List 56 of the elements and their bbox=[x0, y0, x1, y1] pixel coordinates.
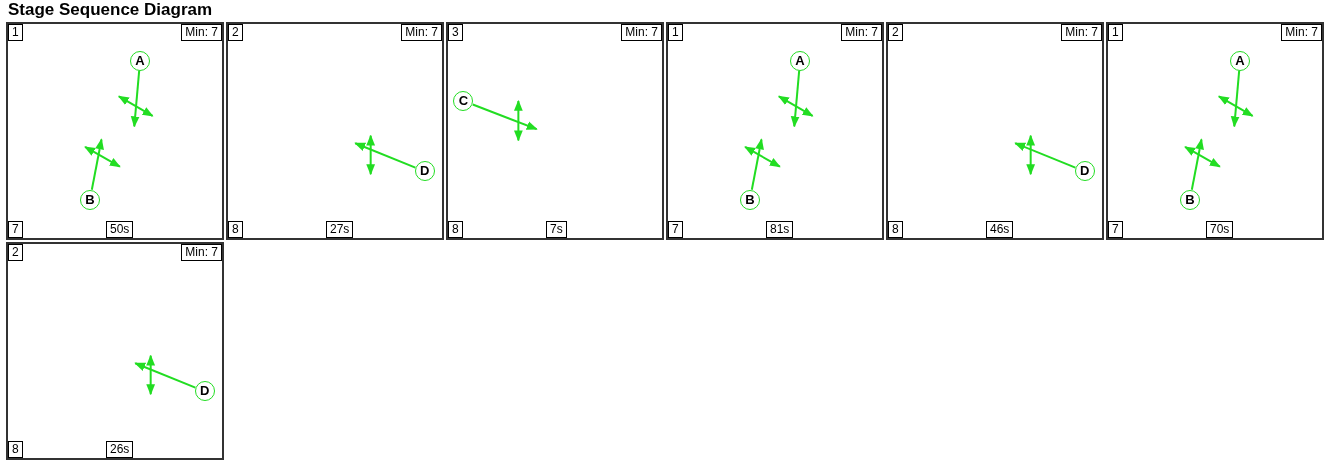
movement-arrow bbox=[1014, 142, 1077, 169]
stage-number: 1 bbox=[8, 24, 23, 41]
stage-panel bbox=[226, 22, 444, 240]
duration-label: 81s bbox=[766, 221, 794, 238]
phase-circle: B bbox=[739, 189, 760, 210]
duration-label: 46s bbox=[986, 221, 1014, 238]
movement-arrow bbox=[354, 142, 417, 169]
phase-circle: A bbox=[790, 50, 811, 71]
duration-label: 50s bbox=[106, 221, 134, 238]
phase-circle: D bbox=[194, 381, 215, 402]
movement-arrow bbox=[130, 69, 141, 128]
movement-arrow bbox=[750, 138, 764, 191]
stage-number: 1 bbox=[668, 24, 683, 41]
movement-arrow bbox=[790, 69, 801, 128]
phase-circle: C bbox=[453, 90, 474, 111]
min-time-label: Min: 7 bbox=[841, 24, 882, 41]
phase-number: 7 bbox=[668, 221, 683, 238]
phase-number: 8 bbox=[448, 221, 463, 238]
movement-arrow bbox=[1230, 69, 1241, 128]
phase-circle: D bbox=[414, 161, 435, 182]
duration-label: 26s bbox=[106, 441, 134, 458]
min-time-label: Min: 7 bbox=[1061, 24, 1102, 41]
stage-panel bbox=[6, 242, 224, 460]
movement-arrow bbox=[134, 362, 197, 389]
stage-panel bbox=[1106, 22, 1324, 240]
phase-circle: D bbox=[1074, 161, 1095, 182]
stage-number: 2 bbox=[888, 24, 903, 41]
movement-arrow bbox=[90, 138, 104, 191]
title: Stage Sequence Diagram bbox=[8, 0, 213, 19]
phase-number: 8 bbox=[888, 221, 903, 238]
min-time-label: Min: 7 bbox=[1281, 24, 1322, 41]
phase-number: 7 bbox=[1108, 221, 1123, 238]
stage-panel bbox=[446, 22, 664, 240]
phase-circle: A bbox=[1230, 50, 1251, 71]
stage-panel bbox=[666, 22, 884, 240]
duration-label: 70s bbox=[1206, 221, 1234, 238]
movement-arrow bbox=[471, 103, 538, 131]
min-time-label: Min: 7 bbox=[401, 24, 442, 41]
phase-number: 8 bbox=[228, 221, 243, 238]
min-time-label: Min: 7 bbox=[621, 24, 662, 41]
phase-number: 7 bbox=[8, 221, 23, 238]
phase-circle: A bbox=[130, 50, 151, 71]
stage-number: 1 bbox=[1108, 24, 1123, 41]
duration-label: 7s bbox=[546, 221, 567, 238]
stage-panel bbox=[6, 22, 224, 240]
min-time-label: Min: 7 bbox=[181, 24, 222, 41]
stage-number: 2 bbox=[228, 24, 243, 41]
stage-number: 3 bbox=[448, 24, 463, 41]
phase-circle: B bbox=[1179, 189, 1200, 210]
phase-number: 8 bbox=[8, 441, 23, 458]
stage-panel bbox=[886, 22, 1104, 240]
movement-arrow bbox=[1190, 138, 1204, 191]
min-time-label: Min: 7 bbox=[181, 244, 222, 261]
phase-circle: B bbox=[79, 189, 100, 210]
stage-number: 2 bbox=[8, 244, 23, 261]
duration-label: 27s bbox=[326, 221, 354, 238]
